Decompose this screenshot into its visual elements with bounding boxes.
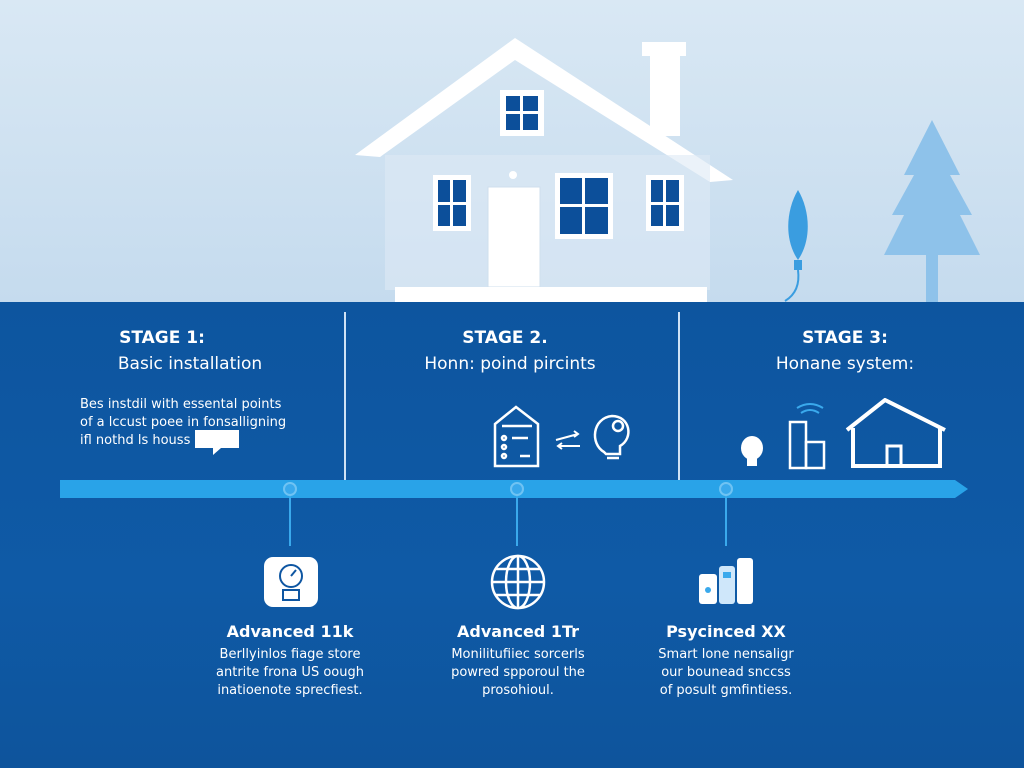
house-illustration bbox=[355, 38, 733, 302]
milestone-2-title: Advanced 1Tr bbox=[457, 622, 579, 641]
desc-line: antrite frona US oough bbox=[216, 665, 364, 680]
timeline-node bbox=[719, 482, 733, 496]
speech-bubble-icon bbox=[195, 430, 239, 455]
desc-line: our bounead snccss bbox=[661, 665, 791, 680]
divider bbox=[678, 312, 680, 480]
desc-line: Berllyinlos fiage store bbox=[219, 647, 361, 662]
milestone-3-title: Psycinced XX bbox=[666, 622, 786, 641]
timeline-connector bbox=[725, 496, 727, 546]
timeline-node bbox=[283, 482, 297, 496]
desc-line: ifl nothd ls houss bbox=[80, 433, 191, 448]
timeline-node bbox=[510, 482, 524, 496]
plant-icon bbox=[784, 190, 808, 302]
milestone-3-description: Smart lone nensaligr our bounead snccss of… bbox=[616, 646, 836, 700]
stage-3-title: Honane system: bbox=[775, 354, 915, 374]
desc-line: Smart lone nensaligr bbox=[658, 647, 794, 662]
desc-line: Bes instdil with essental points bbox=[80, 397, 282, 412]
milestone-1-title: Advanced 11k bbox=[226, 622, 354, 641]
desc-line: of a lccust poee in fonsalligning bbox=[80, 415, 287, 430]
globe-icon bbox=[490, 554, 546, 610]
milestone-2-description: Monilitufiiec sorcerls powred spporoul th… bbox=[408, 646, 628, 700]
stage-2-title: Honn: poind pircints bbox=[424, 354, 596, 374]
milestone-1-description: Berllyinlos fiage store antrite frona US … bbox=[180, 646, 400, 700]
smart-home-icons bbox=[741, 398, 946, 470]
tree-icon bbox=[884, 120, 980, 303]
desc-line: powred spporoul the bbox=[451, 665, 585, 680]
timeline-connector bbox=[516, 496, 518, 546]
checklist-house-icon bbox=[493, 405, 630, 468]
stage-2-label: STAGE 2. bbox=[462, 328, 548, 348]
desc-line: Monilitufiiec sorcerls bbox=[451, 647, 585, 662]
divider bbox=[344, 312, 346, 480]
desc-line: prosohioul. bbox=[482, 683, 554, 698]
thermostat-icon bbox=[264, 557, 318, 607]
stage-3-label: STAGE 3: bbox=[802, 328, 888, 348]
devices-icon bbox=[699, 558, 753, 604]
desc-line: inatioenote sprecfiest. bbox=[217, 683, 363, 698]
stage-1-description: Bes instdil with essental points of a lc… bbox=[80, 396, 340, 450]
stage-1-label: STAGE 1: bbox=[119, 328, 205, 348]
timeline-connector bbox=[289, 496, 291, 546]
stage-1-title: Basic installation bbox=[117, 354, 263, 374]
stages-panel bbox=[0, 302, 1024, 768]
desc-line: of posult gmfintiess. bbox=[659, 683, 793, 698]
